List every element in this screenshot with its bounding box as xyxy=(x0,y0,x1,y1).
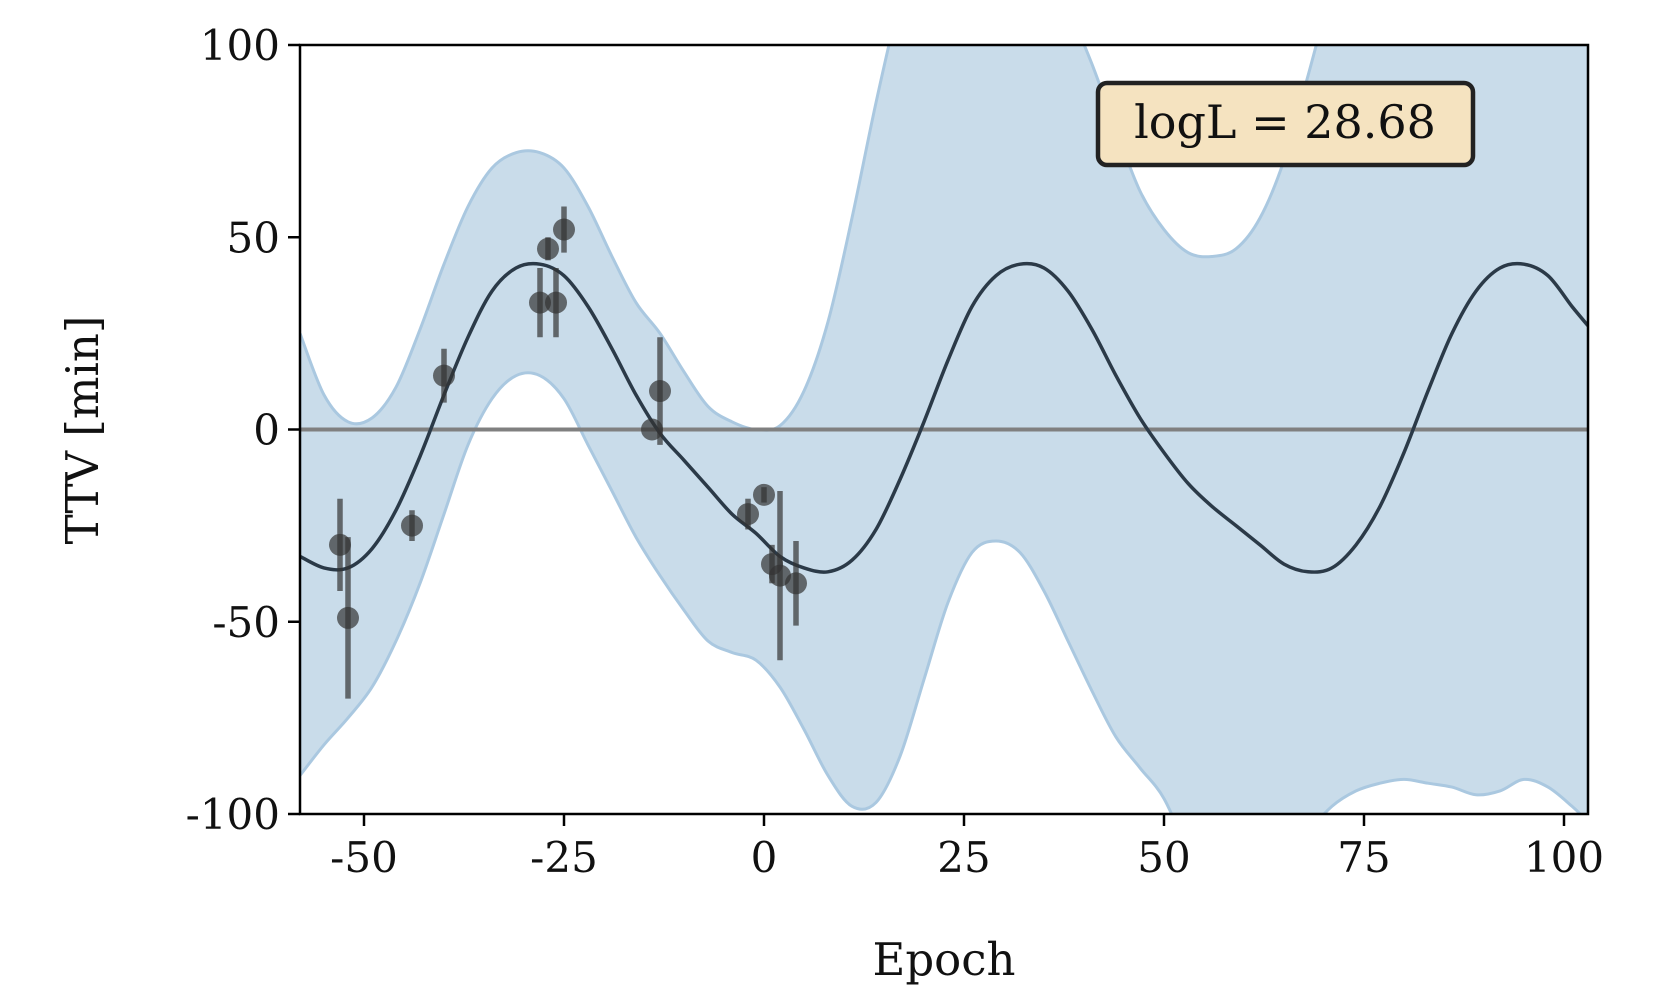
x-axis-ticks: -50 -25 0 25 50 75 100 xyxy=(330,814,1604,882)
plot-area xyxy=(300,45,1588,814)
x-axis-label: Epoch xyxy=(873,933,1016,986)
annotation-box xyxy=(1095,80,1476,168)
y-tick-label: -50 xyxy=(212,598,280,647)
x-tick-label: -50 xyxy=(330,833,398,882)
data-point xyxy=(401,514,423,537)
data-point xyxy=(545,291,567,314)
y-tick-label: 0 xyxy=(253,406,280,455)
x-tick-label: 0 xyxy=(751,833,778,882)
x-tick-label: -25 xyxy=(530,833,598,882)
data-point xyxy=(737,503,759,526)
data-point xyxy=(785,572,807,595)
data-point xyxy=(529,291,551,314)
y-axis-label: TTV [min] xyxy=(56,316,109,545)
y-axis-ticks: -100 -50 0 50 100 xyxy=(186,21,300,839)
annotation-text: logL = 28.68 xyxy=(1134,95,1436,149)
y-tick-label: -100 xyxy=(186,790,280,839)
band-upper-edge xyxy=(300,45,1588,432)
y-tick-label: 50 xyxy=(227,213,280,262)
data-point xyxy=(337,606,359,629)
data-point xyxy=(753,483,775,506)
data-point xyxy=(537,237,559,260)
data-point xyxy=(553,218,575,241)
loglikelihood-annotation: logL = 28.68 xyxy=(1095,80,1476,168)
x-tick-label: 75 xyxy=(1337,833,1390,882)
x-tick-label: 25 xyxy=(937,833,990,882)
band-lower-edge xyxy=(300,371,1583,814)
data-point xyxy=(433,364,455,387)
y-tick-label: 100 xyxy=(200,21,280,70)
data-point xyxy=(649,380,671,403)
x-tick-label: 100 xyxy=(1524,833,1604,882)
model-curve xyxy=(300,261,1588,574)
x-tick-label: 50 xyxy=(1137,833,1190,882)
